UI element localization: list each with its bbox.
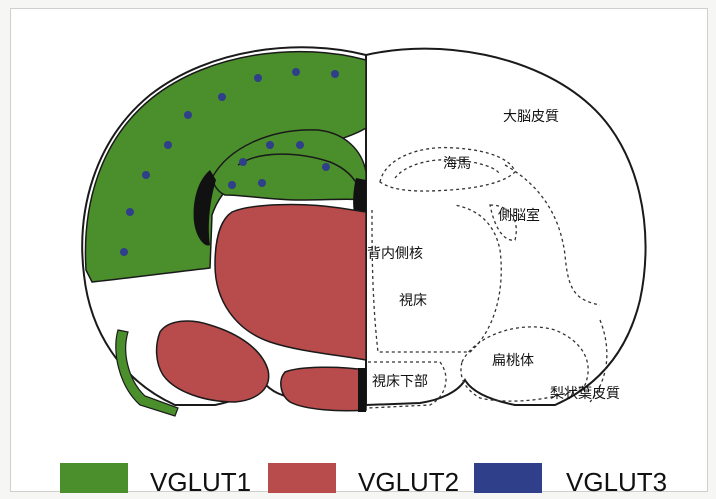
legend-label-vglut1: VGLUT1 [150, 467, 251, 497]
right-hemisphere-outline [366, 49, 646, 405]
vglut3-dot [164, 141, 172, 149]
label-hippocampus: 海馬 [443, 156, 471, 172]
vglut3-dot [254, 74, 262, 82]
hypothalamus-vglut2-region [281, 367, 366, 411]
vglut3-dot [239, 158, 247, 166]
label-amygdala: 扁桃体 [492, 353, 534, 369]
label-lateral-ventricle: 側脳室 [498, 207, 540, 224]
vglut3-dot [120, 248, 128, 256]
vglut3-dot [266, 141, 274, 149]
vglut3-dot [218, 93, 226, 101]
vglut3-dot [258, 179, 266, 187]
legend: VGLUT1 VGLUT2 VGLUT3 [60, 463, 667, 497]
legend-swatch-vglut1 [60, 463, 128, 493]
vglut3-dot [296, 141, 304, 149]
legend-swatch-vglut3 [474, 463, 542, 493]
label-cortex: 大脳皮質 [503, 109, 559, 125]
third-ventricle [358, 368, 366, 412]
vglut3-dot [142, 171, 150, 179]
label-hypothalamus: 視床下部 [372, 374, 428, 390]
vglut3-dot [331, 70, 339, 78]
legend-label-vglut2: VGLUT2 [358, 467, 459, 497]
legend-label-vglut3: VGLUT3 [566, 467, 667, 497]
label-dorsomedial-nucleus: 背内側核 [367, 246, 423, 262]
legend-swatch-vglut2 [268, 463, 336, 493]
vglut3-dot [126, 208, 134, 216]
vglut3-dot [184, 111, 192, 119]
vglut3-dot [292, 68, 300, 76]
vglut3-dot [228, 181, 236, 189]
label-piriform-cortex: 梨状葉皮質 [550, 386, 620, 402]
vglut3-dot [322, 163, 330, 171]
label-thalamus: 視床 [399, 293, 427, 309]
